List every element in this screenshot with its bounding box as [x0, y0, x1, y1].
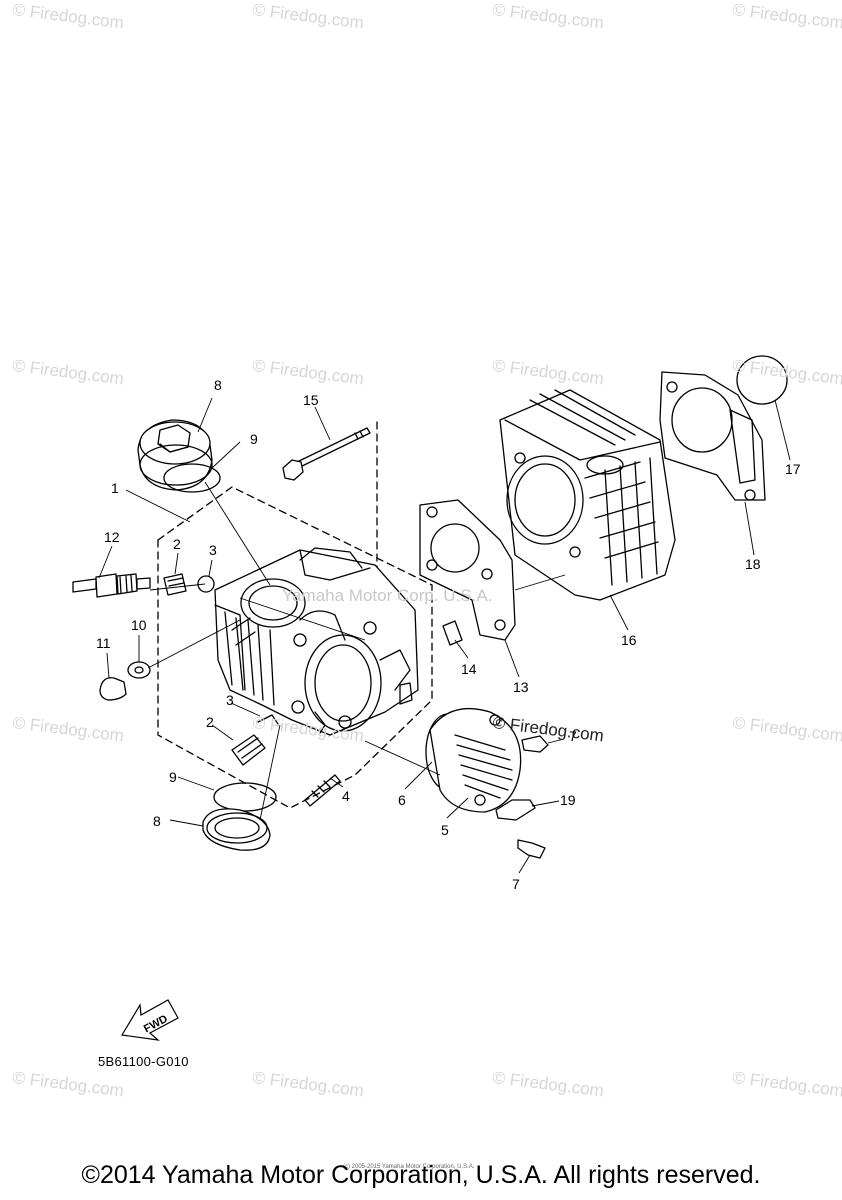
callout-19: 19 [560, 792, 576, 808]
small-ring-bottom [257, 714, 279, 725]
washer [127, 661, 151, 679]
fwd-arrow-icon [121, 999, 179, 1041]
callout-7: 7 [512, 876, 520, 892]
assembly-dashed-outline [157, 486, 433, 809]
adjuster-bottom [231, 734, 266, 766]
stud-bolt [304, 774, 341, 807]
callout-18: 18 [745, 556, 761, 572]
callout-3: 3 [226, 692, 234, 708]
callout-15: 15 [303, 392, 319, 408]
bolt-lower [517, 839, 546, 859]
center-watermark: Yamaha Motor Corp. U.S.A. [282, 586, 493, 605]
cylinder-head [214, 547, 419, 736]
callout-13: 13 [513, 679, 529, 695]
callout-5: 5 [441, 822, 449, 838]
small-ring-top [197, 575, 215, 593]
tiny-copyright: (c) 2005-2015 Yamaha Motor Corporation, … [343, 1164, 475, 1170]
callout-14: 14 [461, 661, 477, 677]
callout-6: 6 [398, 792, 406, 808]
callout-9: 9 [169, 769, 177, 785]
valve-cap-bottom [202, 808, 271, 851]
drawing-code: 5B61100-G010 [98, 1054, 189, 1069]
head-gasket [659, 371, 766, 501]
cap-nut [99, 677, 127, 701]
cylinder-gasket [419, 499, 516, 641]
callout-8: 8 [214, 377, 222, 393]
side-cover [429, 708, 522, 813]
adjuster-top [163, 573, 187, 596]
callout-2: 2 [173, 536, 181, 552]
callout-3: 3 [209, 542, 217, 558]
cylinder [499, 389, 676, 601]
callout-11: 11 [96, 635, 111, 651]
long-bolt [282, 427, 371, 481]
bracket [495, 799, 536, 821]
callout-12: 12 [104, 529, 120, 545]
spark-plug [72, 573, 151, 598]
bolt-upper [521, 735, 549, 753]
dowel-pin [442, 620, 463, 646]
callout-8: 8 [153, 813, 161, 829]
callout-1: 1 [111, 480, 119, 496]
callout-17: 17 [785, 461, 801, 477]
callout-16: 16 [621, 632, 637, 648]
callout-10: 10 [131, 617, 147, 633]
callout-4: 4 [342, 788, 350, 804]
copyright-notice: ©2014 Yamaha Motor Corporation, U.S.A. A… [81, 1161, 761, 1189]
callout-2: 2 [206, 714, 214, 730]
callout-9: 9 [250, 431, 258, 447]
o-ring-top [163, 463, 221, 493]
valve-cap-top [137, 419, 213, 491]
callout-7: 7 [569, 728, 577, 744]
o-ring-large [736, 355, 788, 405]
